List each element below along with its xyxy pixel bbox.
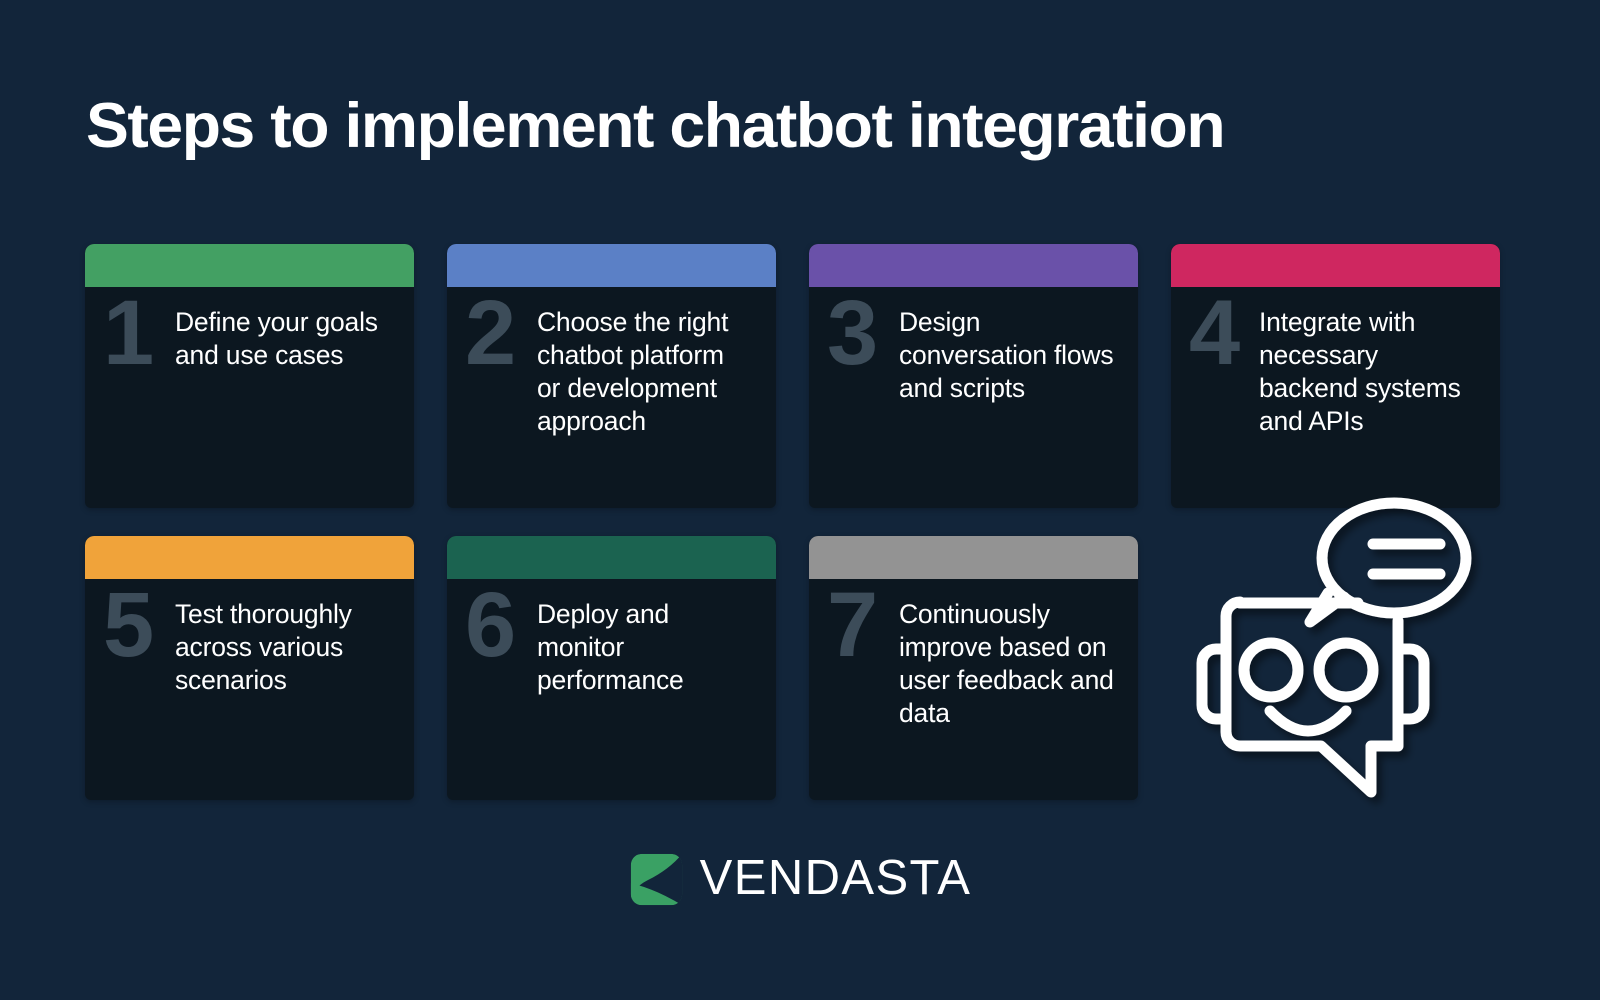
vendasta-logo-mark xyxy=(630,853,682,906)
step-card-body: 2 Choose the right chatbot platform or d… xyxy=(447,287,776,508)
page-title: Steps to implement chatbot integration xyxy=(86,91,1226,161)
step-number: 7 xyxy=(827,574,878,676)
step-card-body: 5 Test thoroughly across various scenari… xyxy=(85,579,414,800)
step-label: Integrate with necessary backend systems… xyxy=(1259,307,1461,436)
step-card-accent-bar xyxy=(85,244,414,287)
step-card-body: 1 Define your goals and use cases xyxy=(85,287,414,508)
step-card-accent-bar xyxy=(447,536,776,579)
step-label: Deploy and monitor performance xyxy=(537,599,684,695)
step-label: Design conversation flows and scripts xyxy=(899,307,1114,403)
step-card-1[interactable]: 1 Define your goals and use cases xyxy=(85,244,414,508)
step-card-accent-bar xyxy=(809,244,1138,287)
robot-eye-left xyxy=(1238,637,1304,703)
step-card-accent-bar xyxy=(809,536,1138,579)
step-card-body: 4 Integrate with necessary backend syste… xyxy=(1171,287,1500,508)
robot-eye-right xyxy=(1313,637,1379,703)
step-number: 4 xyxy=(1189,282,1240,384)
robot-head xyxy=(1220,596,1404,798)
step-card-2[interactable]: 2 Choose the right chatbot platform or d… xyxy=(447,244,776,508)
step-card-5[interactable]: 5 Test thoroughly across various scenari… xyxy=(85,536,414,800)
step-card-accent-bar xyxy=(1171,244,1500,287)
step-number: 3 xyxy=(827,282,878,384)
step-label: Choose the right chatbot platform or dev… xyxy=(537,307,729,436)
chatbot-robot-icon xyxy=(1168,492,1472,798)
step-card-7[interactable]: 7 Continuously improve based on user fee… xyxy=(809,536,1138,800)
robot-ear-right xyxy=(1394,643,1430,725)
robot-smile xyxy=(1264,705,1352,737)
robot-ear-left xyxy=(1196,643,1232,725)
step-card-4[interactable]: 4 Integrate with necessary backend syste… xyxy=(1171,244,1500,508)
step-card-body: 7 Continuously improve based on user fee… xyxy=(809,579,1138,800)
step-label: Define your goals and use cases xyxy=(175,307,378,370)
step-card-body: 3 Design conversation flows and scripts xyxy=(809,287,1138,508)
steps-grid: 1 Define your goals and use cases 2 Choo… xyxy=(85,244,1500,800)
step-number: 2 xyxy=(465,282,516,384)
step-card-3[interactable]: 3 Design conversation flows and scripts xyxy=(809,244,1138,508)
step-label: Continuously improve based on user feedb… xyxy=(899,599,1114,728)
footer-branding: VENDASTA xyxy=(0,852,1600,907)
step-card-accent-bar xyxy=(85,536,414,579)
step-number: 5 xyxy=(103,574,154,676)
step-number: 1 xyxy=(103,282,154,384)
vendasta-wordmark: VENDASTA xyxy=(699,850,972,905)
step-card-body: 6 Deploy and monitor performance xyxy=(447,579,776,800)
speech-bubble-icon xyxy=(1316,497,1472,619)
step-number: 6 xyxy=(465,574,516,676)
step-card-6[interactable]: 6 Deploy and monitor performance xyxy=(447,536,776,800)
step-label: Test thoroughly across various scenarios xyxy=(175,599,352,695)
step-card-accent-bar xyxy=(447,244,776,287)
